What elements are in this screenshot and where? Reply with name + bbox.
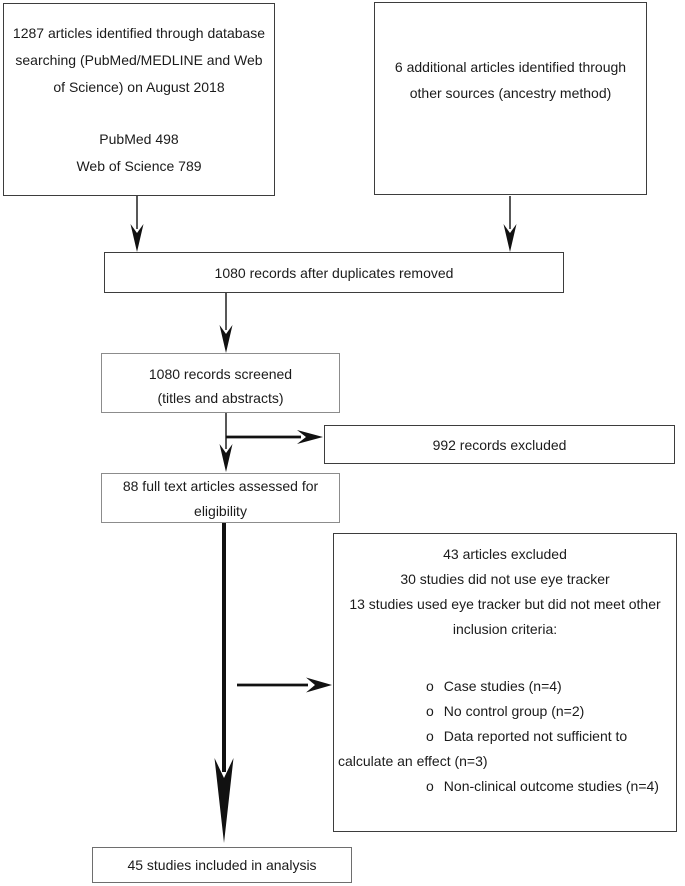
exclusion-bullet-nonclinical: o Non-clinical outcome studies (n=4) (334, 774, 676, 799)
articles-excluded-header: 43 articles excluded (443, 546, 567, 562)
arrow-deduplicated-to-screened-icon (219, 293, 233, 353)
box-fulltext-assessed: 88 full text articles assessed for eligi… (101, 473, 340, 523)
screened-line: (titles and abstracts) (157, 390, 284, 406)
bullet-text: Data reported not sufficient to (443, 728, 628, 744)
bullet-text: calculate an effect (n=3) (338, 753, 488, 769)
records-excluded-label: 992 records excluded (432, 436, 567, 453)
identified-count-pubmed: PubMed 498 (99, 131, 179, 147)
bullet-marker: o (426, 703, 434, 719)
included-label: 45 studies included in analysis (127, 857, 317, 873)
articles-excluded-header: 30 studies did not use eye tracker (400, 571, 610, 587)
box-included-in-analysis: 45 studies included in analysis (92, 847, 352, 883)
box-records-screened: 1080 records screened (titles and abstra… (101, 353, 340, 413)
identified-count-wos: Web of Science 789 (76, 158, 202, 174)
box-records-excluded: 992 records excluded (324, 425, 675, 464)
spacer (334, 642, 676, 674)
bullet-marker: o (426, 728, 434, 744)
exclusion-bullet-continuation: calculate an effect (n=3) (334, 749, 676, 774)
box-identified-records: 1287 articles identified through databas… (3, 3, 275, 196)
identified-line: of Science) on August 2018 (53, 79, 225, 95)
spacer (4, 101, 274, 126)
arrow-screened-to-fulltext-icon (219, 413, 233, 472)
arrow-to-articles-excluded-icon (237, 677, 332, 693)
arrow-to-records-excluded-icon (226, 430, 323, 444)
bullet-marker: o (426, 778, 434, 794)
additional-line: 6 additional articles identified through (394, 59, 627, 75)
box-articles-excluded: 43 articles excluded 30 studies did not … (333, 533, 677, 832)
box-duplicates-removed: 1080 records after duplicates removed (104, 252, 564, 293)
exclusion-bullet-insufficient-data: o Data reported not sufficient to (334, 724, 676, 749)
bullet-text: Non-clinical outcome studies (n=4) (443, 778, 659, 794)
additional-line: other sources (ancestry method) (409, 85, 612, 101)
arrow-fulltext-to-included-icon (214, 523, 234, 843)
arrow-additional-to-deduplicated-icon (503, 196, 517, 252)
screened-line: 1080 records screened (148, 366, 293, 382)
articles-excluded-header: inclusion criteria: (452, 621, 558, 637)
box-additional-records: 6 additional articles identified through… (374, 2, 647, 195)
exclusion-bullet-no-control: o No control group (n=2) (334, 699, 676, 724)
fulltext-line: eligibility (194, 503, 247, 519)
identified-line: searching (PubMed/MEDLINE and Web (15, 52, 263, 68)
duplicates-removed-label: 1080 records after duplicates removed (214, 264, 454, 281)
bullet-marker: o (426, 678, 434, 694)
bullet-text: Case studies (n=4) (443, 678, 562, 694)
bullet-text: No control group (n=2) (443, 703, 585, 719)
articles-excluded-header: 13 studies used eye tracker but did not … (349, 596, 661, 612)
fulltext-line: 88 full text articles assessed for (122, 478, 319, 494)
identified-line: 1287 articles identified through databas… (12, 25, 266, 41)
arrow-identified-to-deduplicated-icon (130, 196, 144, 252)
exclusion-bullet-case-studies: o Case studies (n=4) (334, 674, 676, 699)
